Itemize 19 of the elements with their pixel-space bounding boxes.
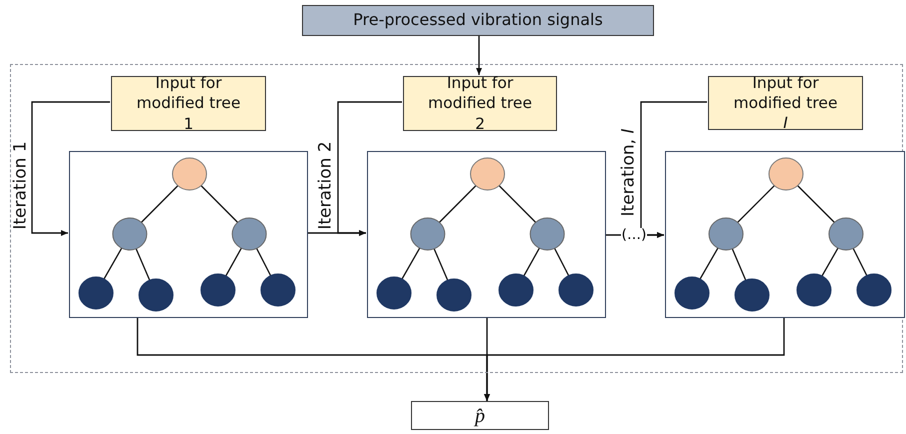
arrow [484, 317, 785, 401]
arrow [307, 230, 366, 236]
input-box [708, 76, 863, 130]
edge-label: Iteration 2 [318, 140, 335, 230]
edge-label: (…) [620, 228, 648, 242]
arrow [31, 101, 110, 236]
output-box [411, 401, 549, 430]
edge-label: Iteration 1 [12, 140, 30, 230]
input-box [403, 76, 557, 131]
node-text: Pre-processed vibration signals [353, 10, 603, 31]
dashed-group-frame [10, 64, 903, 373]
process-box [302, 5, 654, 36]
edge-label: Iteration, I [620, 128, 638, 216]
node-text: Input for modified tree I [733, 72, 838, 134]
node-text: p̂ [475, 404, 485, 428]
input-box [111, 76, 266, 131]
node-text: Input for modified tree 1 [136, 73, 241, 134]
node-text: Input for modified tree 2 [428, 73, 532, 134]
arrow [476, 36, 482, 75]
